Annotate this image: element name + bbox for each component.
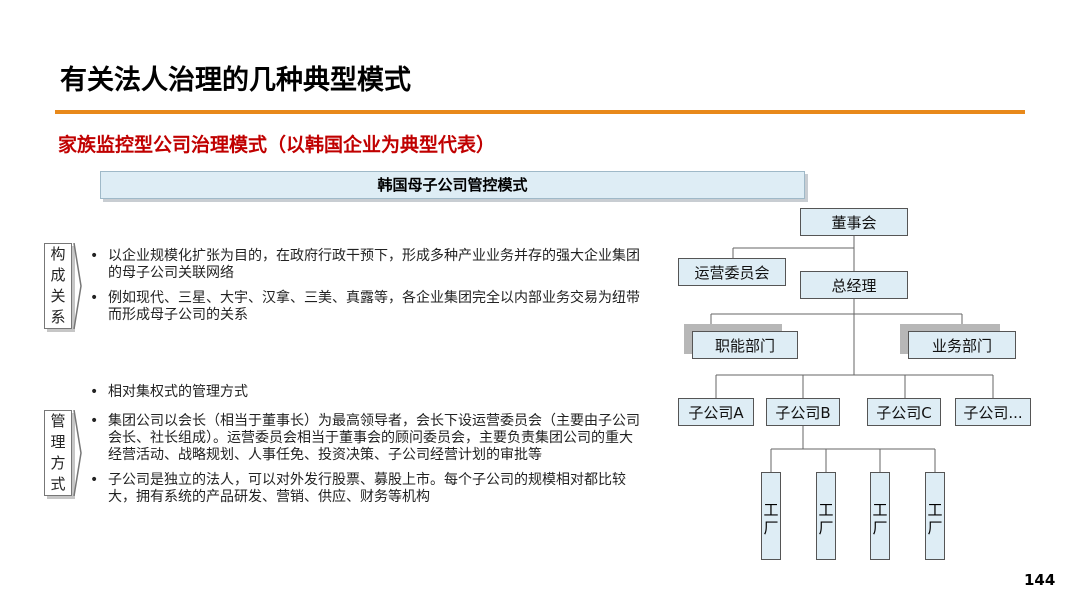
list-item: 集团公司以会长（相当于董事长）为最高领导者，会长下设运营委员会（主要由子公司会长… — [88, 413, 643, 464]
list-item: 子公司是独立的法人，可以对外发行股票、募股上市。每个子公司的规模相对都比较大，拥… — [88, 472, 643, 506]
tag-char: 方 — [50, 454, 66, 472]
node-functional-dept: 职能部门 — [692, 331, 798, 359]
node-factory: 工 厂 — [870, 472, 890, 560]
factory-char: 厂 — [763, 519, 779, 537]
node-gm: 总经理 — [800, 271, 908, 299]
node-factory: 工 厂 — [925, 472, 945, 560]
list-item: 例如现代、三星、大宇、汉拿、三美、真露等，各企业集团完全以内部业务交易为纽带而形… — [88, 290, 653, 324]
tag-chevron — [73, 243, 82, 329]
list-item: 相对集权式的管理方式 — [88, 384, 643, 401]
node-subsidiary-c: 子公司C — [867, 398, 941, 426]
node-business-dept: 业务部门 — [908, 331, 1016, 359]
section-banner: 韩国母子公司管控模式 — [100, 171, 805, 199]
tag-structure: 构 成 关 系 — [44, 243, 72, 329]
factory-char: 厂 — [927, 519, 943, 537]
page-title: 有关法人治理的几种典型模式 — [60, 65, 411, 96]
node-subsidiary-a: 子公司A — [678, 398, 754, 426]
tag-chevron — [73, 410, 82, 496]
tag-char: 构 — [50, 245, 66, 263]
tag-char: 式 — [50, 475, 66, 493]
node-subsidiary-b: 子公司B — [766, 398, 840, 426]
title-divider — [55, 110, 1025, 114]
tag-char: 理 — [50, 433, 66, 451]
factory-char: 工 — [927, 501, 943, 519]
tag-char: 关 — [50, 287, 66, 305]
tag-char: 成 — [50, 266, 66, 284]
management-list: 相对集权式的管理方式 集团公司以会长（相当于董事长）为最高领导者，会长下设运营委… — [88, 384, 643, 514]
node-ops-committee: 运营委员会 — [678, 258, 786, 286]
factory-char: 工 — [818, 501, 834, 519]
structure-list: 以企业规模化扩张为目的，在政府行政干预下，形成多种产业业务并存的强大企业集团的母… — [88, 248, 653, 332]
tag-management: 管 理 方 式 — [44, 410, 72, 496]
section-subtitle: 家族监控型公司治理模式（以韩国企业为典型代表） — [58, 134, 496, 156]
factory-char: 厂 — [872, 519, 888, 537]
node-factory: 工 厂 — [761, 472, 781, 560]
factory-char: 厂 — [818, 519, 834, 537]
node-board: 董事会 — [800, 208, 908, 236]
node-subsidiary-more: 子公司... — [955, 398, 1031, 426]
factory-char: 工 — [872, 501, 888, 519]
factory-char: 工 — [763, 501, 779, 519]
tag-char: 系 — [50, 308, 66, 326]
page-number: 144 — [1024, 571, 1056, 589]
list-item: 以企业规模化扩张为目的，在政府行政干预下，形成多种产业业务并存的强大企业集团的母… — [88, 248, 653, 282]
node-factory: 工 厂 — [816, 472, 836, 560]
tag-char: 管 — [50, 412, 66, 430]
